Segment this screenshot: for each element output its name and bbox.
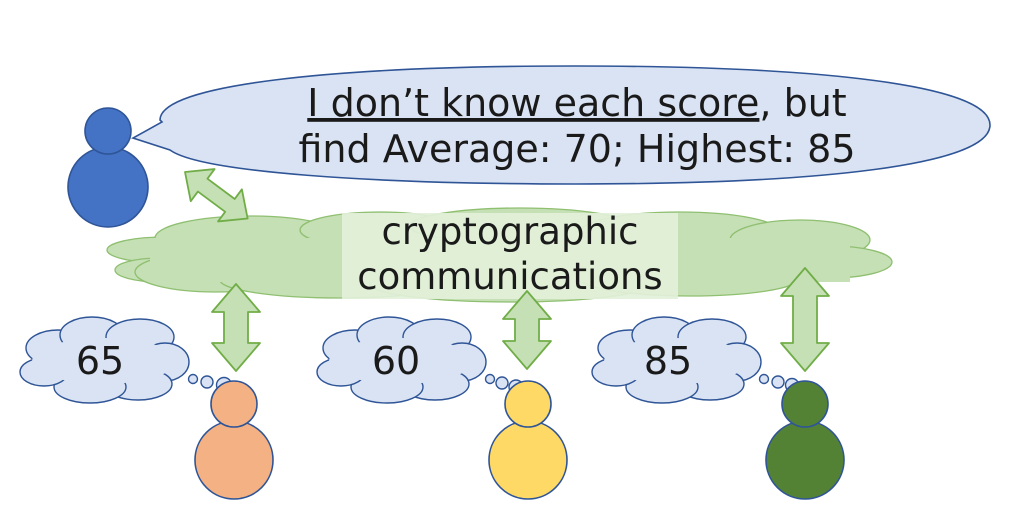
speech-line-1: I don’t know each score, but <box>307 81 846 125</box>
channel-label-line-1: cryptographic <box>381 210 638 253</box>
speech-line-2: find Average: 70; Highest: 85 <box>298 127 855 171</box>
communication-cloud: cryptographic communications <box>106 207 893 303</box>
party-1-person-icon <box>194 380 274 500</box>
party-1-score: 65 <box>76 339 124 383</box>
party-2-arrow <box>502 290 552 370</box>
analyst-person-icon <box>67 107 149 228</box>
analyst-channel-arrow <box>184 168 249 223</box>
party-2-score: 60 <box>372 339 420 383</box>
party-1-arrow <box>211 283 261 372</box>
speech-underlined-text: I don’t know each score <box>307 81 759 125</box>
speech-bubble: I don’t know each score, but find Averag… <box>130 65 991 185</box>
party-3-thought-cloud: 85 <box>591 316 800 404</box>
channel-label-line-2: communications <box>357 255 662 298</box>
party-3-arrow <box>780 267 830 372</box>
party-3-score: 85 <box>644 339 692 383</box>
party-2-thought-cloud: 60 <box>316 316 524 404</box>
party-3-person-icon <box>765 380 845 500</box>
speech-rest-text: , but <box>759 81 846 125</box>
party-2-person-icon <box>488 380 568 500</box>
party-1-thought-cloud: 65 <box>19 316 233 404</box>
